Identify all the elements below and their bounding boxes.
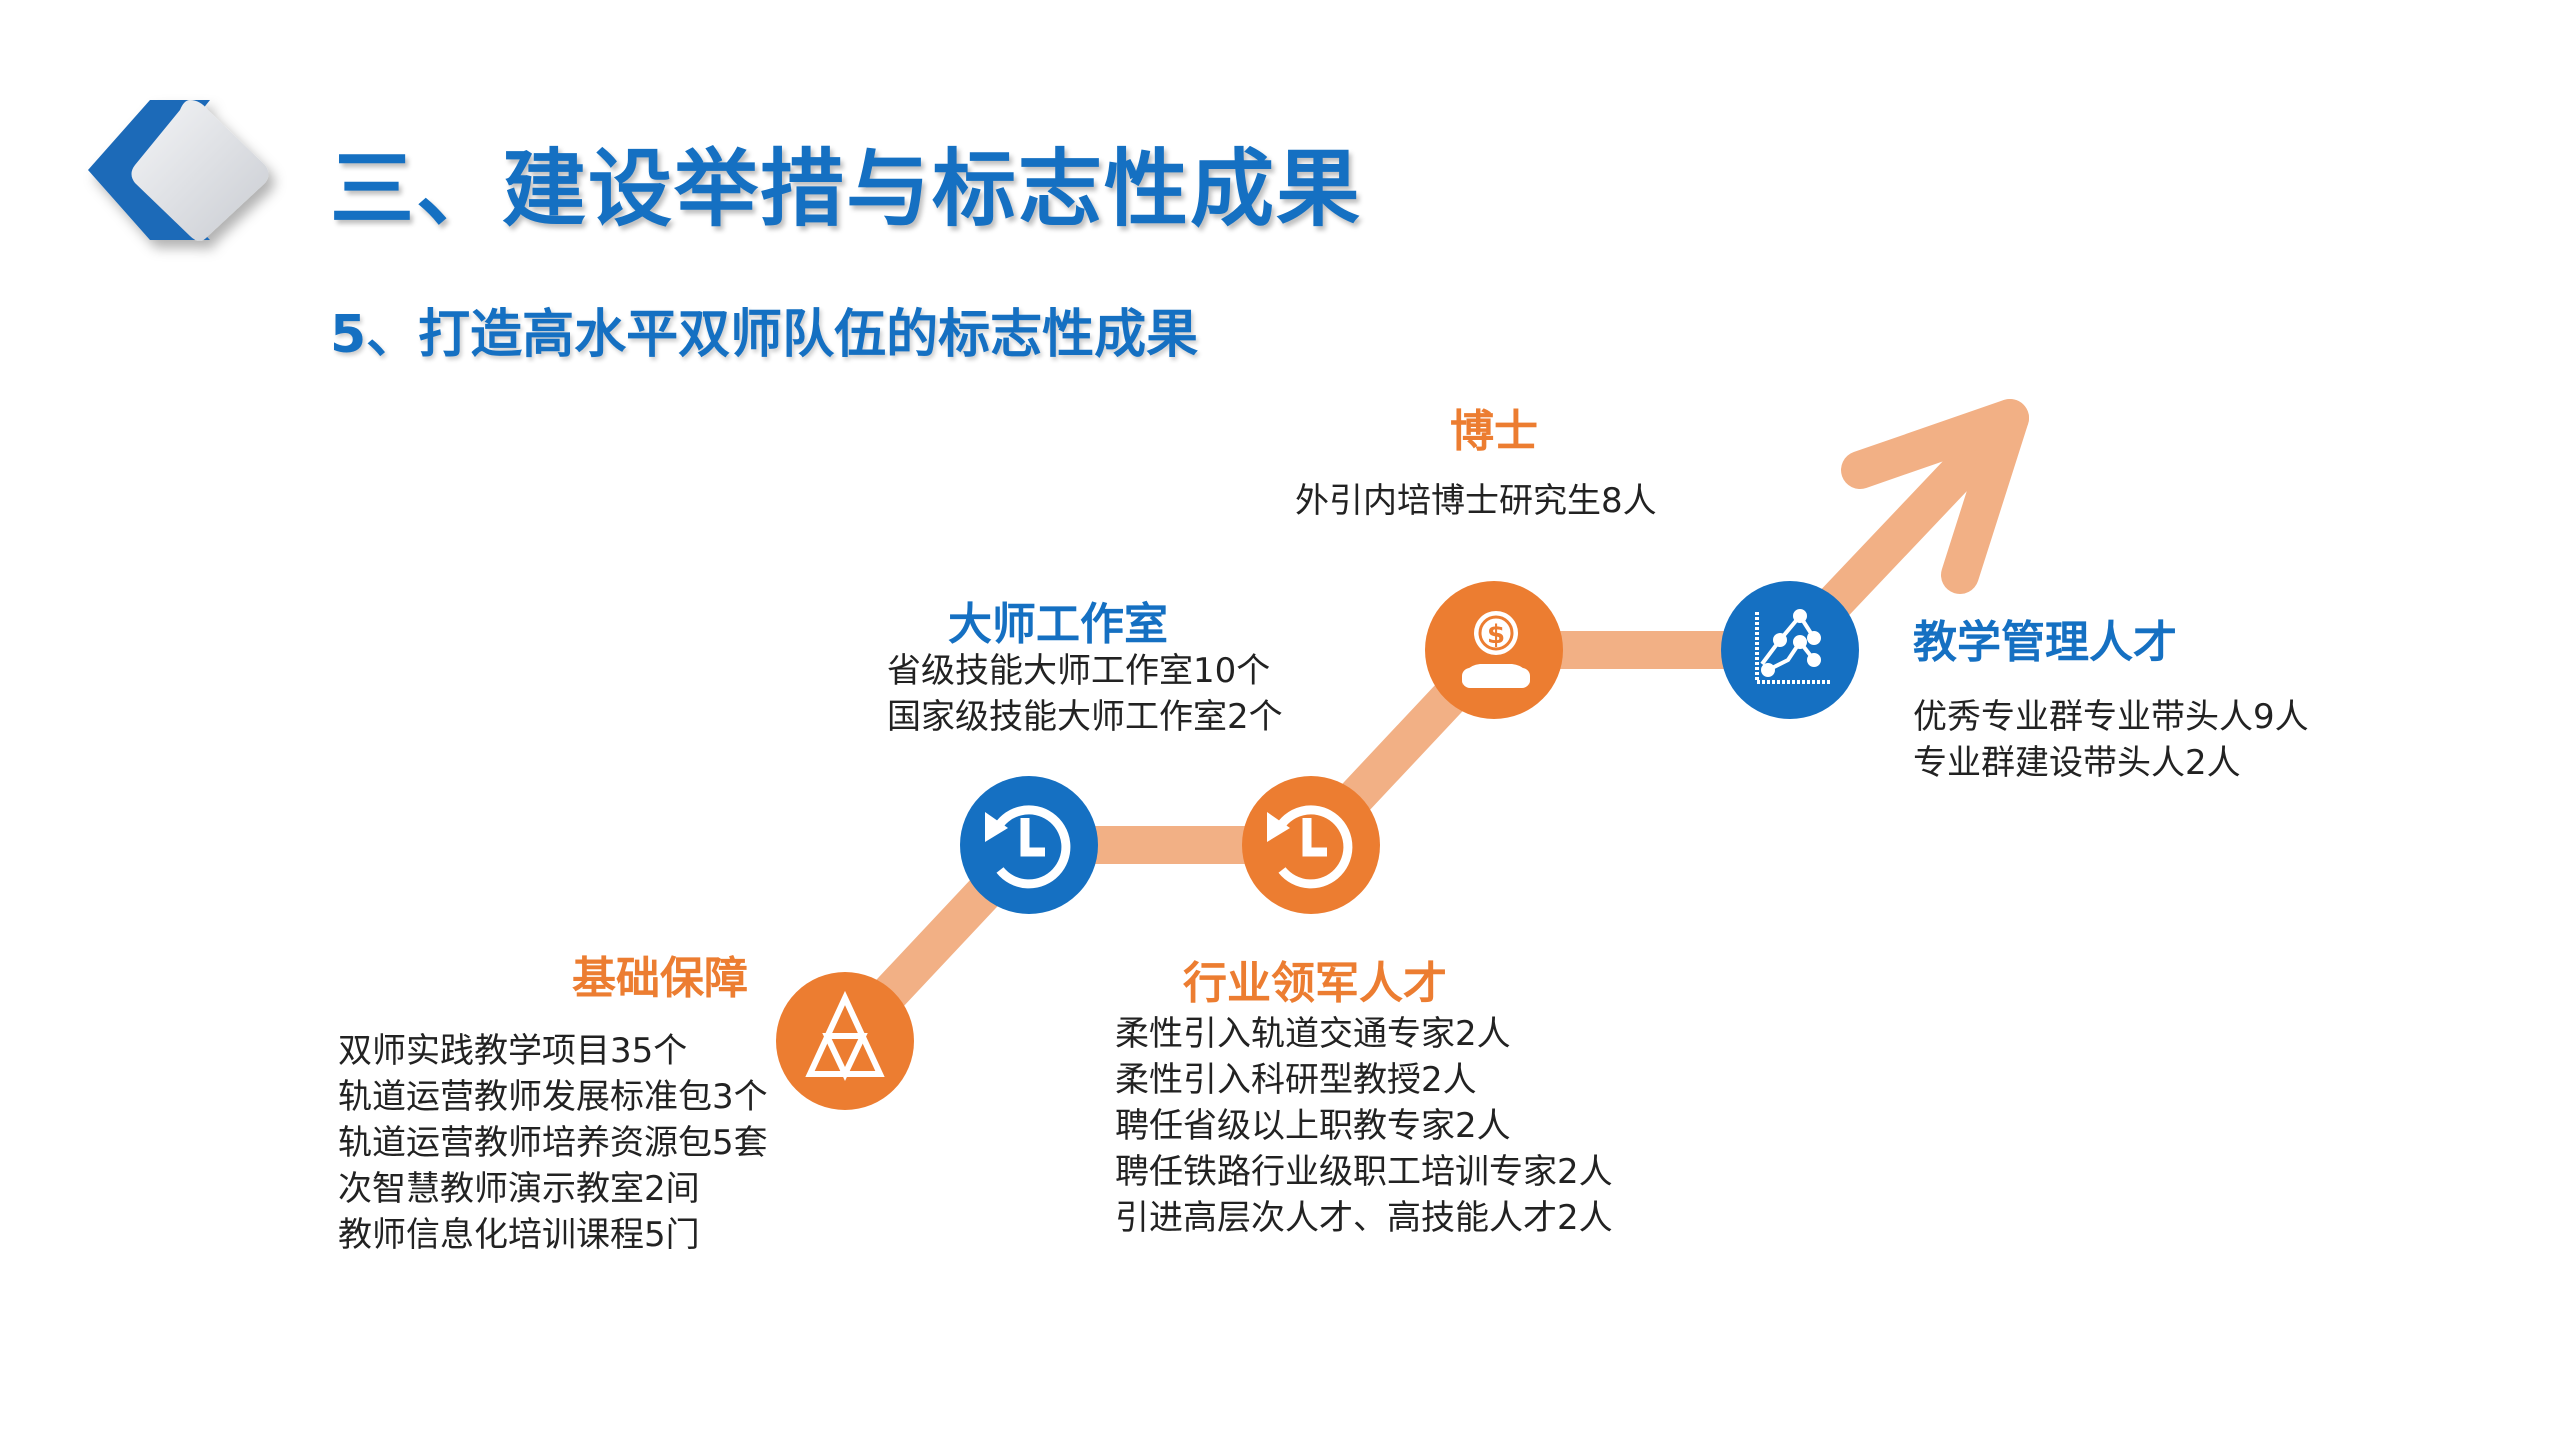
list-item: 优秀专业群专业带头人9人	[1913, 697, 2309, 737]
list-item: 次智慧教师演示教室2间	[338, 1169, 700, 1209]
milestone-list-doctor: 外引内培博士研究生8人	[1295, 478, 1657, 524]
milestone-list-foundation: 双师实践教学项目35个 轨道运营教师发展标准包3个 轨道运营教师培养资源包5套 …	[338, 1028, 768, 1258]
list-item: 柔性引入轨道交通专家2人	[1115, 1014, 1511, 1054]
list-item: 双师实践教学项目35个	[338, 1031, 688, 1071]
list-item: 教师信息化培训课程5门	[338, 1215, 700, 1255]
logo-diamond-icon	[88, 100, 269, 241]
dollar-person-icon: $	[1462, 611, 1530, 688]
history-clock-icon	[1274, 805, 1353, 889]
page-title: 三、建设举措与标志性成果	[330, 140, 1363, 238]
list-item: 轨道运营教师培养资源包5套	[338, 1123, 768, 1163]
milestone-list-industry-leader: 柔性引入轨道交通专家2人 柔性引入科研型教授2人 聘任省级以上职教专家2人 聘任…	[1115, 1011, 1613, 1241]
milestone-title-doctor: 博士	[1450, 406, 1538, 457]
list-item: 引进高层次人才、高技能人才2人	[1115, 1198, 1613, 1238]
milestone-circle-foundation	[776, 972, 914, 1110]
line-chart-icon	[1755, 609, 1830, 684]
milestone-list-master-studio: 省级技能大师工作室10个 国家级技能大师工作室2个	[887, 648, 1283, 740]
list-item: 聘任省级以上职教专家2人	[1115, 1106, 1511, 1146]
list-item: 轨道运营教师发展标准包3个	[338, 1077, 768, 1117]
milestone-title-management: 教学管理人才	[1913, 617, 2177, 668]
milestone-title-industry-leader: 行业领军人才	[1183, 958, 1447, 1009]
list-item: 专业群建设带头人2人	[1913, 743, 2241, 783]
history-clock-icon	[992, 805, 1071, 889]
triangle-icon	[805, 990, 885, 1082]
list-item: 国家级技能大师工作室2个	[887, 697, 1283, 737]
milestone-list-management: 优秀专业群专业带头人9人 专业群建设带头人2人	[1913, 694, 2309, 786]
page-subtitle: 5、打造高水平双师队伍的标志性成果	[330, 305, 1199, 365]
milestone-circle-doctor: $	[1425, 581, 1563, 719]
milestone-circle-industry-leader	[1242, 776, 1380, 914]
list-item: 柔性引入科研型教授2人	[1115, 1060, 1477, 1100]
milestone-circle-management	[1721, 581, 1859, 719]
list-item: 外引内培博士研究生8人	[1295, 481, 1657, 521]
milestone-circle-master-studio	[960, 776, 1098, 914]
list-item: 聘任铁路行业级职工培训专家2人	[1115, 1152, 1613, 1192]
svg-text:$: $	[1487, 620, 1505, 650]
list-item: 省级技能大师工作室10个	[887, 651, 1271, 691]
milestone-title-foundation: 基础保障	[572, 953, 748, 1004]
milestone-title-master-studio: 大师工作室	[948, 599, 1168, 650]
